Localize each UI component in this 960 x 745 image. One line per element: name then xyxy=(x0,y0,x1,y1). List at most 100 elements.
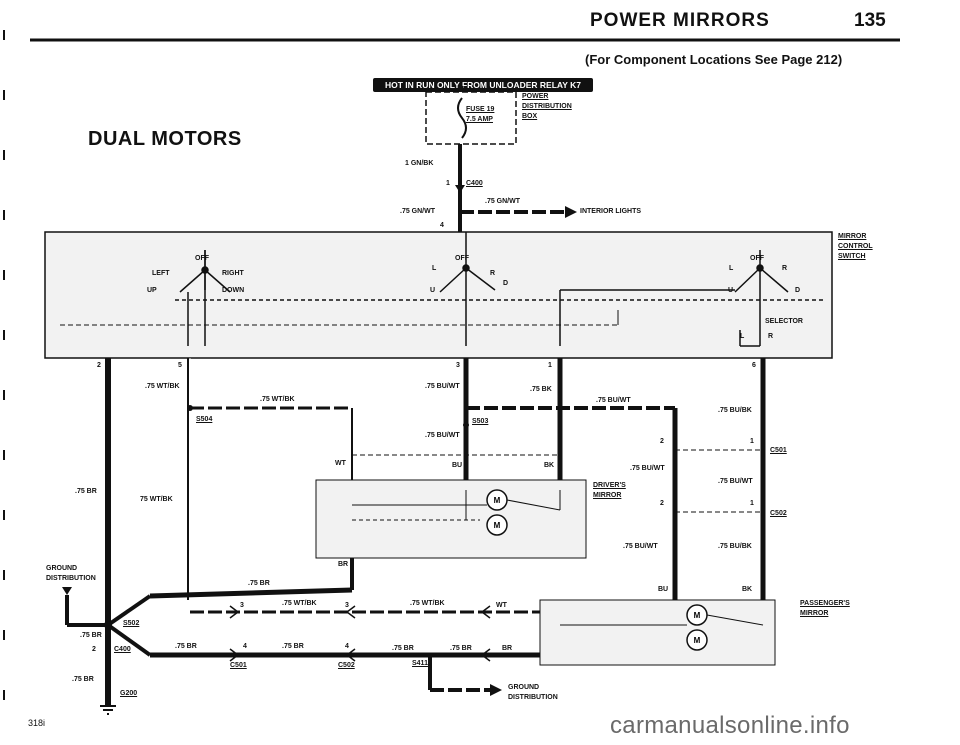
switch-off-center: OFF xyxy=(455,255,469,262)
right-switch xyxy=(559,250,789,347)
power-box-label-2: DISTRIBUTION xyxy=(522,103,572,110)
diagram-title: DUAL MOTORS xyxy=(88,128,242,150)
page-number: 135 xyxy=(854,10,886,31)
pin-4-top: 4 xyxy=(440,222,444,229)
fuse-rating-label: 7.5 AMP xyxy=(466,116,493,123)
fuse-label: FUSE 19 xyxy=(466,106,495,113)
wire-label-br-mirror: BR xyxy=(338,561,349,568)
switch-up: UP xyxy=(147,287,157,294)
wire-label-br-b3: .75 BR xyxy=(392,645,414,652)
drivers-mirror-label-2: MIRROR xyxy=(593,492,622,499)
arrow-icon xyxy=(490,684,502,696)
wire-label-gnwt-top: .75 GN/WT xyxy=(485,198,521,205)
switch-r-center: R xyxy=(490,270,496,277)
motor-icon xyxy=(686,629,708,651)
connector-c400-top: C400 xyxy=(466,180,483,187)
wire-label-buwt-6: .75 BU/WT xyxy=(623,543,658,550)
splice-s503-label: S503 xyxy=(472,418,489,425)
switch-d-center: D xyxy=(503,280,509,287)
svg-text:M: M xyxy=(494,496,501,505)
wire-label-wtbk-3: 75 WT/BK xyxy=(140,496,173,503)
power-box-label-1: POWER xyxy=(522,93,549,100)
selector-l: L xyxy=(740,333,745,340)
wire-label-bk3: BK xyxy=(742,586,753,593)
ground-left-label-2: DISTRIBUTION xyxy=(46,575,96,582)
connector-c400-bottom: C400 xyxy=(114,646,131,653)
wire-label-br2: BR xyxy=(502,645,513,652)
hot-in-run-banner: HOT IN RUN ONLY FROM UNLOADER RELAY K7 xyxy=(373,78,593,92)
passengers-mirror-label-1: PASSENGER'S xyxy=(800,600,850,607)
wire-label-br-g200: .75 BR xyxy=(72,676,94,683)
wire-label-gnbk: 1 GN/BK xyxy=(405,160,434,167)
mirror-control-switch-box xyxy=(44,231,833,359)
wire-label-gnwt-left: .75 GN/WT xyxy=(400,208,436,215)
switch-off-right: OFF xyxy=(750,255,764,262)
ground-left-label-1: GROUND xyxy=(46,565,78,572)
switch-down: DOWN xyxy=(222,287,245,294)
mirror-switch-label-1: MIRROR xyxy=(838,233,867,240)
pin-2-c502: 2 xyxy=(660,500,664,507)
drivers-mirror-label-1: DRIVER'S xyxy=(593,482,626,489)
wire-label-wtbk-1: .75 WT/BK xyxy=(145,383,180,390)
wire-label-wt: WT xyxy=(335,460,346,467)
wire-label-bubk-1: .75 BU/BK xyxy=(718,407,752,414)
pin-1: 1 xyxy=(446,180,450,187)
pin-6: 6 xyxy=(752,362,756,369)
page-title: POWER MIRRORS xyxy=(590,10,770,31)
splice-s504 xyxy=(187,405,193,411)
wire-label-wtbk-2: .75 WT/BK xyxy=(260,396,295,403)
pin-1-c501: 1 xyxy=(750,438,754,445)
switch-l-right: L xyxy=(729,265,734,272)
connector-c502-right: C502 xyxy=(770,510,787,517)
wire-label-br-left: .75 BR xyxy=(75,488,97,495)
mirror-switch-label-3: SWITCH xyxy=(838,253,866,260)
c400-connector-mark xyxy=(455,185,465,193)
pin-1-c502: 1 xyxy=(750,500,754,507)
wire-label-br-b4: .75 BR xyxy=(450,645,472,652)
wire-label-bu: BU xyxy=(452,462,463,469)
watermark: carmanualsonline.info xyxy=(610,712,850,739)
switch-u-center: U xyxy=(430,287,436,294)
switch-r-right: R xyxy=(782,265,788,272)
wire-label-buwt-5: .75 BU/WT xyxy=(718,478,753,485)
wire-label-buwt-2: .75 BU/WT xyxy=(596,397,631,404)
wire-label-wtbk-4: .75 WT/BK xyxy=(282,600,317,607)
pin-2-c501: 2 xyxy=(660,438,664,445)
switch-l-center: L xyxy=(432,265,437,272)
switch-u-right: U xyxy=(728,287,734,294)
drivers-mirror-box xyxy=(315,479,587,559)
switch-right: RIGHT xyxy=(222,270,244,277)
splice-s504-label: S504 xyxy=(196,416,213,423)
splice-s503 xyxy=(463,422,469,428)
pin-3-c502: 3 xyxy=(345,602,349,609)
wire-label-bk: .75 BK xyxy=(530,386,552,393)
switch-off-left: OFF xyxy=(195,255,209,262)
arrow-icon xyxy=(565,206,577,218)
pin-2-left: 2 xyxy=(97,362,101,369)
left-selector-switch xyxy=(175,250,825,346)
ground-g200-label: G200 xyxy=(120,690,138,697)
fuse-symbol xyxy=(457,97,467,139)
footer-code: 318i xyxy=(28,718,46,728)
wire-label-buwt-3: .75 BU/WT xyxy=(425,432,460,439)
pin-3-c501: 3 xyxy=(240,602,244,609)
connector-c501-bottom: C501 xyxy=(230,662,247,669)
pin-1-center: 1 xyxy=(548,362,552,369)
power-box-label-3: BOX xyxy=(522,113,538,120)
interior-lights-label: INTERIOR LIGHTS xyxy=(580,208,642,215)
pin-2-c400: 2 xyxy=(92,646,96,653)
passengers-mirror-label-2: MIRROR xyxy=(800,610,829,617)
wire-label-wt2: WT xyxy=(496,602,507,609)
wire-br-drivers xyxy=(149,587,353,599)
switch-d-right: D xyxy=(795,287,801,294)
mirror-switch-label-2: CONTROL xyxy=(838,243,873,250)
pin-4-c502: 4 xyxy=(345,643,349,650)
ground-bottom-label-1: GROUND xyxy=(508,684,540,691)
wire-label-br-mid: .75 BR xyxy=(248,580,270,587)
selector-r: R xyxy=(768,333,774,340)
wire-label-bu2: BU xyxy=(658,586,669,593)
page-subtitle: (For Component Locations See Page 212) xyxy=(585,52,843,67)
ground-bottom-label-2: DISTRIBUTION xyxy=(508,694,558,701)
svg-text:M: M xyxy=(494,521,501,530)
